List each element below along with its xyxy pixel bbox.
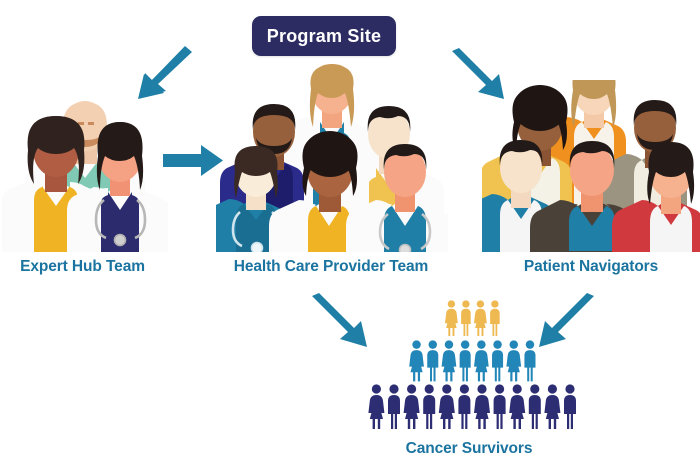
- survivor-figure-female: [506, 340, 522, 382]
- caption-patient-navigators: Patient Navigators: [523, 258, 659, 275]
- cancer-survivors-pictogram: [360, 296, 588, 432]
- survivor-figure-male: [524, 340, 536, 382]
- survivor-figure-male: [423, 384, 436, 429]
- survivor-figure-female: [474, 340, 489, 382]
- survivor-row-middle-row: [409, 340, 536, 382]
- survivor-row-top-row: [445, 300, 500, 336]
- survivor-figure-female: [409, 340, 424, 382]
- arrow-expert-to-providers: [163, 145, 225, 177]
- figure-teal-provider: [346, 144, 448, 252]
- survivor-figure-female: [509, 384, 526, 429]
- group-patient-navigators: [482, 80, 700, 252]
- caption-health-care-provider-team: Health Care Provider Team: [233, 258, 429, 275]
- survivor-figure-male: [493, 384, 506, 429]
- survivor-figure-male: [388, 384, 400, 429]
- survivor-figure-male: [528, 384, 541, 429]
- program-site-label: Program Site: [266, 25, 382, 46]
- survivor-figure-male: [427, 340, 439, 382]
- figure-right-clinician: [67, 122, 168, 252]
- arrow-program-to-navigators: [446, 48, 516, 106]
- survivor-figure-male: [458, 384, 471, 429]
- survivor-figure-male: [490, 300, 500, 336]
- figure-red-navigator: [612, 142, 700, 252]
- survivor-figure-female: [445, 300, 458, 336]
- survivor-row-bottom-row: [368, 384, 576, 429]
- survivor-figure-female: [368, 384, 385, 429]
- arrow-navigators-to-survivors: [530, 293, 600, 354]
- arrow-program-to-expert: [128, 46, 198, 104]
- survivor-figure-male: [564, 384, 576, 429]
- arrow-providers-to-survivors: [308, 293, 378, 354]
- survivor-figure-female: [474, 300, 487, 336]
- survivor-figure-female: [474, 384, 490, 429]
- survivor-figure-male: [459, 340, 471, 382]
- group-expert-hub-team: [2, 100, 168, 252]
- caption-cancer-survivors: Cancer Survivors: [405, 440, 533, 457]
- survivor-figure-male: [461, 300, 471, 336]
- survivor-figure-male: [492, 340, 504, 382]
- survivor-figure-female: [441, 340, 457, 382]
- group-health-care-provider-team: [216, 64, 448, 252]
- caption-expert-hub-team: Expert Hub Team: [20, 258, 145, 275]
- survivor-figure-female: [438, 384, 455, 429]
- survivor-figure-female: [544, 384, 561, 429]
- survivor-figure-female: [403, 384, 420, 429]
- program-site-badge: Program Site: [252, 16, 396, 56]
